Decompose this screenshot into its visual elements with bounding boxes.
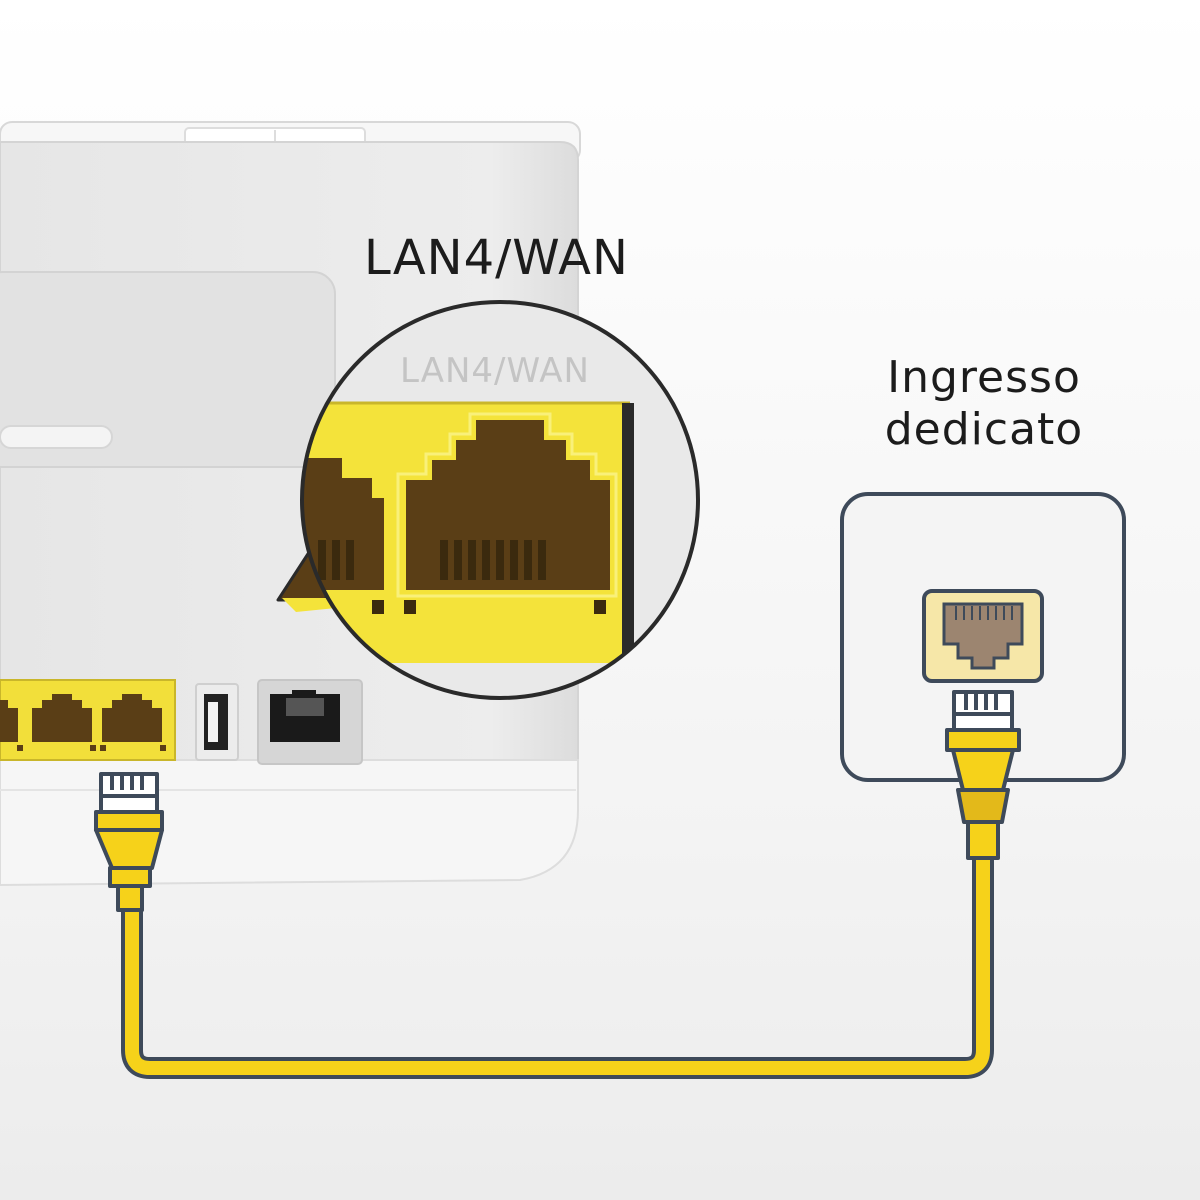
router-panel xyxy=(0,271,336,468)
wall-socket-label-line1: Ingresso xyxy=(887,352,1081,403)
ethernet-port-icon xyxy=(32,694,92,742)
wall-socket-label-line2: dedicato xyxy=(884,404,1084,455)
lan-wan-port-label: LAN4/WAN xyxy=(364,230,629,286)
port-zoom-callout: LAN4/WAN xyxy=(276,300,700,700)
wall-socket xyxy=(840,492,1126,782)
ethernet-cable xyxy=(121,847,994,1079)
rj45-plug-icon xyxy=(945,690,1021,860)
ethernet-port-icon xyxy=(0,700,18,742)
zoomed-port-label: LAN4/WAN xyxy=(400,351,590,391)
rj45-plug-icon xyxy=(94,772,164,912)
wall-socket-label: Ingresso dedicato xyxy=(866,352,1102,456)
ethernet-port-icon xyxy=(102,694,162,742)
